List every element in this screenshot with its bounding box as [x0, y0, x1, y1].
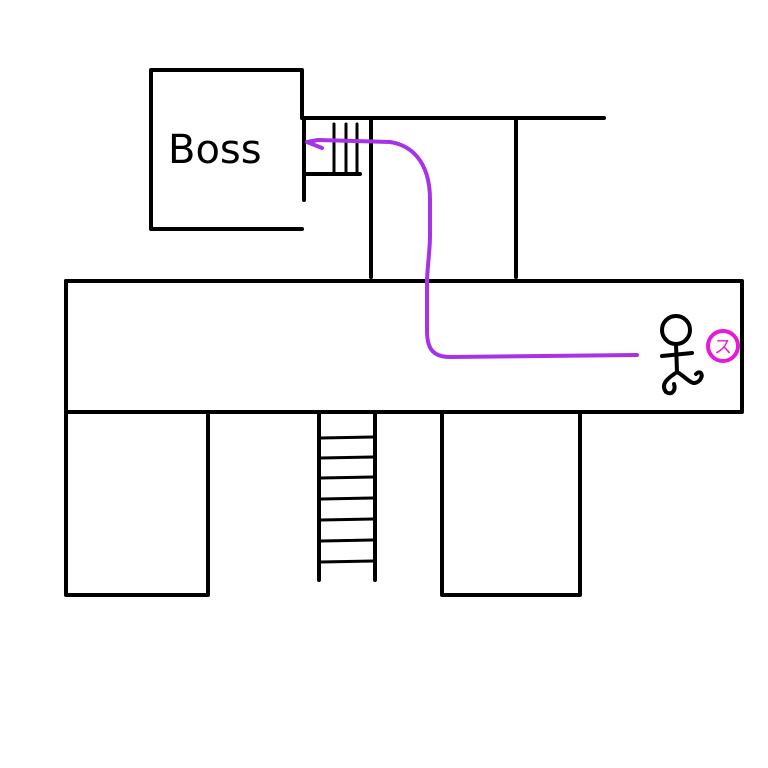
ladder[interactable]: [317, 412, 377, 582]
boss-room[interactable]: Boss: [149, 68, 304, 231]
lower-right-room[interactable]: [440, 412, 582, 597]
boss-door-gate[interactable]: [332, 122, 359, 176]
route-path: [305, 138, 639, 359]
player-badge-label: ス: [714, 337, 732, 358]
upper-corridor: [300, 116, 606, 279]
player-badge: ス: [706, 329, 740, 363]
boss-room-label: Boss: [168, 127, 262, 173]
main-hall: [64, 279, 744, 414]
lower-left-room[interactable]: [64, 410, 210, 597]
player-character[interactable]: [660, 314, 704, 396]
